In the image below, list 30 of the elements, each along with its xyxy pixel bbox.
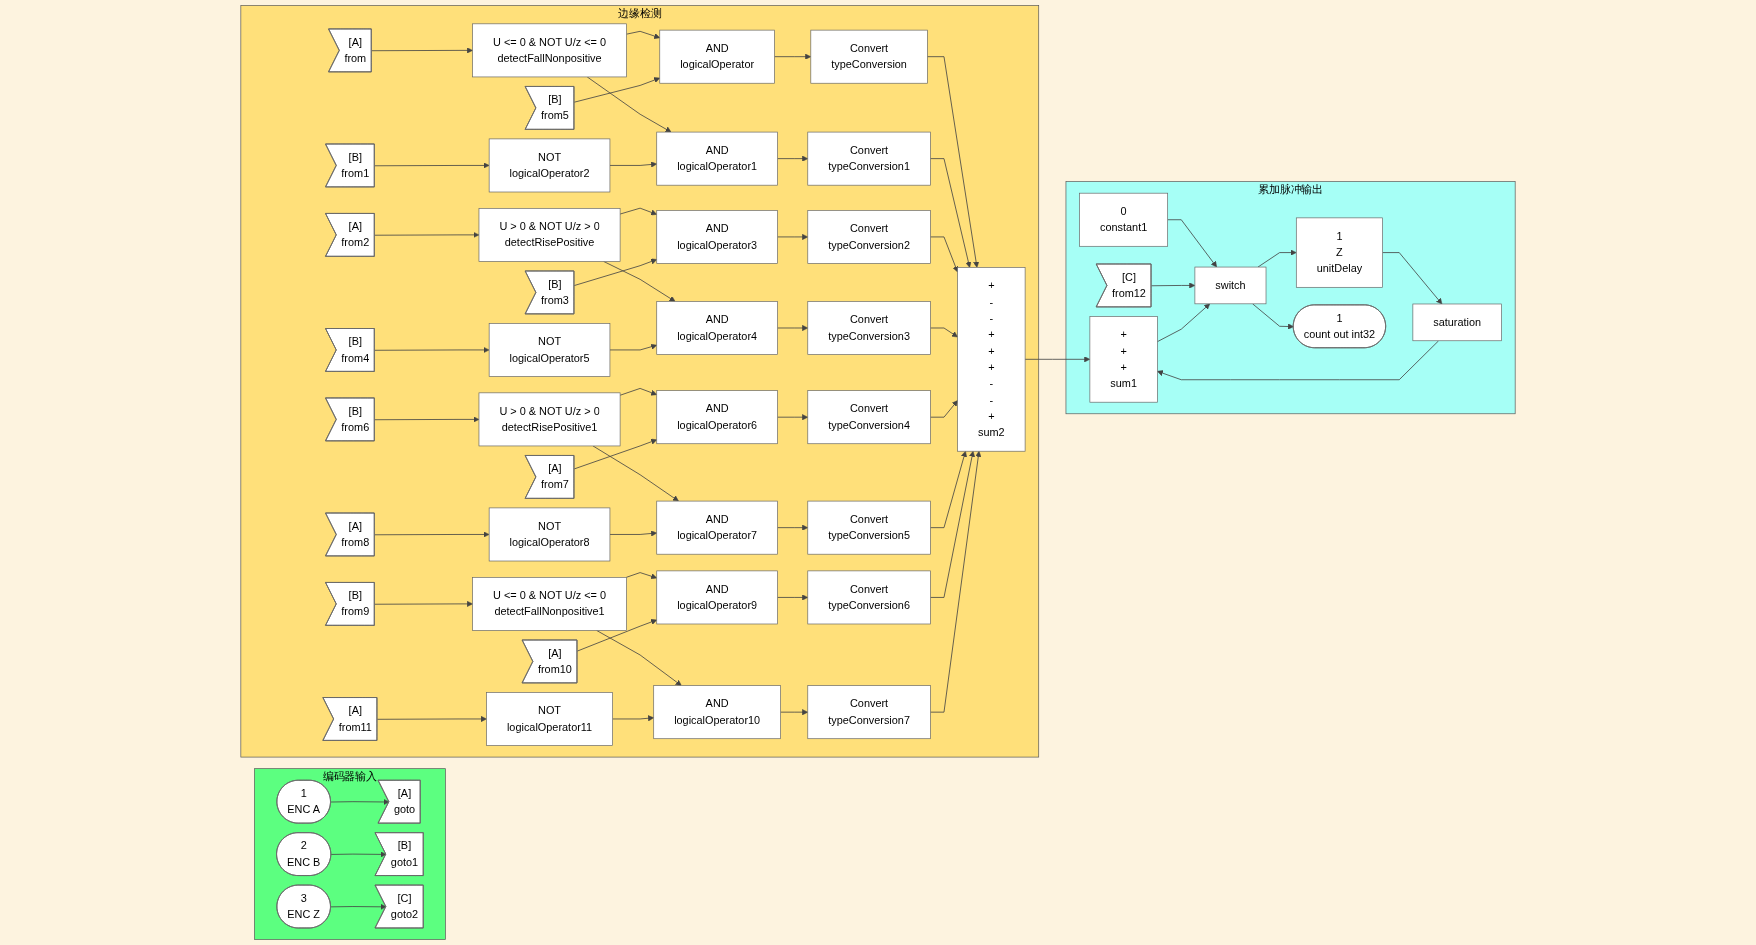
node-box: + - - + + + - - + sum2 xyxy=(957,267,1026,452)
node-box: U <= 0 & NOT U/z <= 0 detectFallNonpositive1 xyxy=(472,577,627,631)
node-box: Convert typeConversion4 xyxy=(807,390,931,445)
node-box: AND logicalOperator xyxy=(659,29,775,84)
node-box: + + + sum1 xyxy=(1089,316,1158,403)
node-box: U <= 0 & NOT U/z <= 0 detectFallNonpositive xyxy=(472,23,627,78)
node-box: Convert typeConversion6 xyxy=(807,570,931,625)
node-box: AND logicalOperator7 xyxy=(656,500,778,555)
node-box: U > 0 & NOT U/z > 0 detectRisePositive1 xyxy=(478,392,621,447)
node-box: 0 constant1 xyxy=(1079,192,1168,247)
node-box: Convert typeConversion1 xyxy=(807,131,931,186)
node-box: switch xyxy=(1194,266,1267,305)
node-box: Convert typeConversion5 xyxy=(807,500,931,555)
node-box: U > 0 & NOT U/z > 0 detectRisePositive xyxy=(478,208,621,262)
node-box: NOT logicalOperator5 xyxy=(488,323,611,377)
node-box: 1 Z unitDelay xyxy=(1295,217,1383,288)
node-box: saturation xyxy=(1412,303,1502,342)
node-box: AND logicalOperator3 xyxy=(656,210,778,264)
node-box: Convert typeConversion2 xyxy=(807,210,931,264)
node-box: Convert typeConversion xyxy=(810,29,928,84)
node-box: NOT logicalOperator2 xyxy=(488,138,611,193)
node-box: AND logicalOperator10 xyxy=(653,685,781,740)
node-box: NOT logicalOperator11 xyxy=(486,692,613,746)
node-box: AND logicalOperator4 xyxy=(656,301,778,355)
node-box: NOT logicalOperator8 xyxy=(488,507,611,562)
node-box: Convert typeConversion3 xyxy=(807,301,931,355)
node-box: AND logicalOperator1 xyxy=(656,131,778,186)
node-box: AND logicalOperator9 xyxy=(656,570,778,625)
node-box: Convert typeConversion7 xyxy=(807,685,931,740)
node-box: AND logicalOperator6 xyxy=(656,390,778,445)
